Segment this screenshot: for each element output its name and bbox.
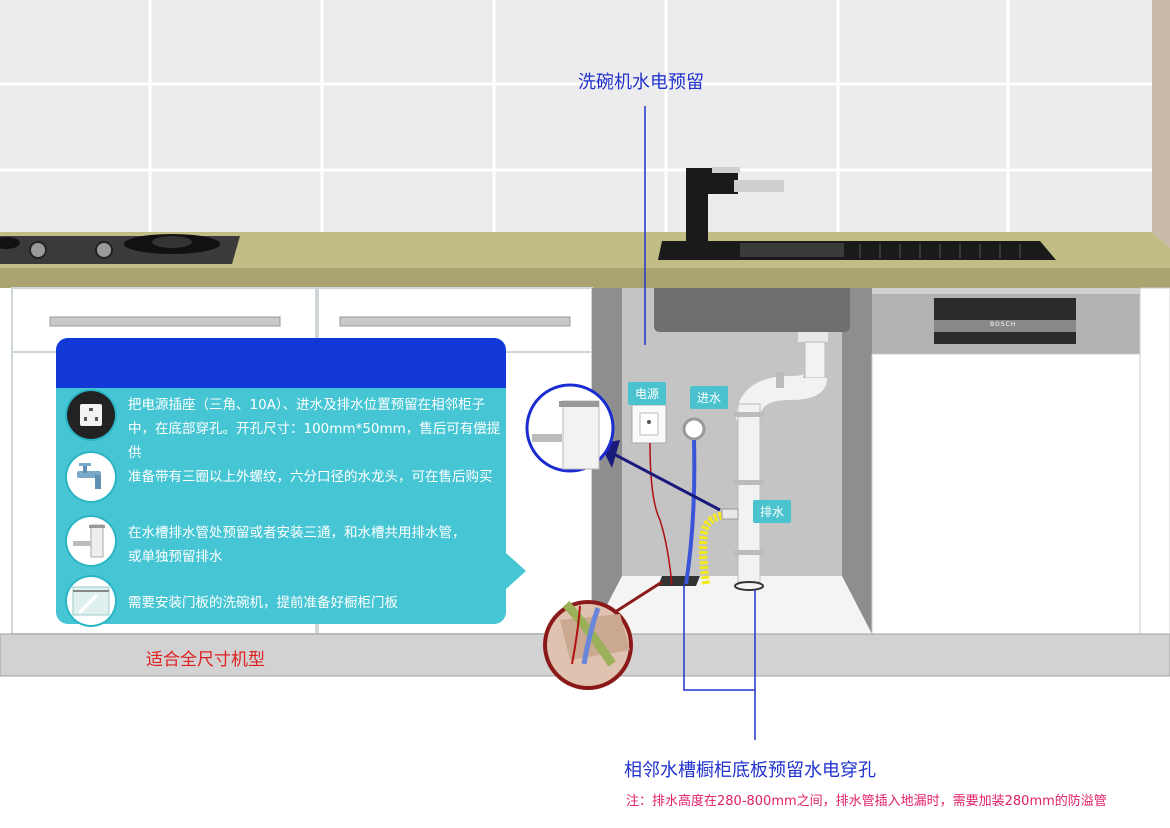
dishwasher-utility-title: 洗碗机水电预留 — [578, 72, 704, 93]
floor-hole — [658, 576, 700, 586]
countertop-edge — [0, 268, 1170, 288]
kitchen-faucet — [686, 167, 784, 248]
info-item-line: 在水槽排水管处预留或者安装三通，和水槽共用排水管， — [128, 525, 466, 541]
sink-basin — [654, 288, 850, 332]
side-wall — [1152, 0, 1170, 248]
appliance-brand: BOSCH — [990, 321, 1017, 328]
info-item-drain: 在水槽排水管处预留或者安装三通，和水槽共用排水管， 或单独预留排水 — [128, 521, 508, 569]
wall-tiles — [0, 0, 1155, 240]
info-item-line: 准备带有三圈以上外螺纹，六分口径的水龙头，可在售后购买 — [128, 469, 493, 485]
info-panel-pointer — [506, 553, 526, 589]
fit-all-sizes-label: 适合全尺寸机型 — [146, 650, 265, 670]
power-socket — [631, 404, 667, 444]
water-in-tag: 进水 — [690, 386, 729, 409]
floor-hole-zoom — [543, 580, 663, 690]
power-socket-icon — [67, 391, 115, 439]
drain-height-note: 注：排水高度在280-800mm之间，排水管插入地漏时，需要加装280mm的防溢… — [626, 794, 1107, 809]
info-item-line: 或单独预留排水 — [128, 549, 223, 565]
drain-pipe — [734, 341, 827, 591]
annotation-lines — [644, 106, 756, 740]
info-item-faucet: 准备带有三圈以上外螺纹，六分口径的水龙头，可在售后购买 — [128, 465, 508, 489]
info-panel-header — [56, 338, 506, 388]
drawer-handle — [49, 316, 281, 327]
dishwasher — [871, 287, 1170, 635]
faucet-icon — [67, 453, 115, 501]
info-item-door: 需要安装门板的洗碗机，提前准备好橱柜门板 — [128, 591, 508, 615]
inlet-hose — [684, 439, 697, 585]
cabinet-hole-title: 相邻水槽橱柜底板预留水电穿孔 — [624, 760, 876, 781]
info-item-line: 把电源插座（三角、10A）、进水及排水位置预留在相邻柜子 — [128, 397, 486, 413]
cabinet-door-icon — [67, 577, 115, 625]
info-item-line: 中，在底部穿孔。开孔尺寸：100mm*50mm，售后可有偿提供 — [128, 421, 501, 461]
drain-tag: 排水 — [753, 500, 792, 523]
power-tag: 电源 — [628, 382, 667, 405]
tile-grid — [0, 0, 1155, 240]
drain-pipe-icon — [67, 517, 115, 565]
drawer-handle — [339, 316, 571, 327]
info-item-power: 把电源插座（三角、10A）、进水及排水位置预留在相邻柜子 中，在底部穿孔。开孔尺… — [128, 393, 508, 465]
cabinet-floor — [592, 576, 872, 634]
water-valve — [682, 417, 706, 441]
sink-top — [658, 241, 1056, 260]
gas-stove — [0, 234, 240, 264]
info-item-line: 需要安装门板的洗碗机，提前准备好橱柜门板 — [128, 595, 398, 611]
callout-pointer — [609, 450, 721, 512]
junction-zoom — [525, 383, 615, 473]
